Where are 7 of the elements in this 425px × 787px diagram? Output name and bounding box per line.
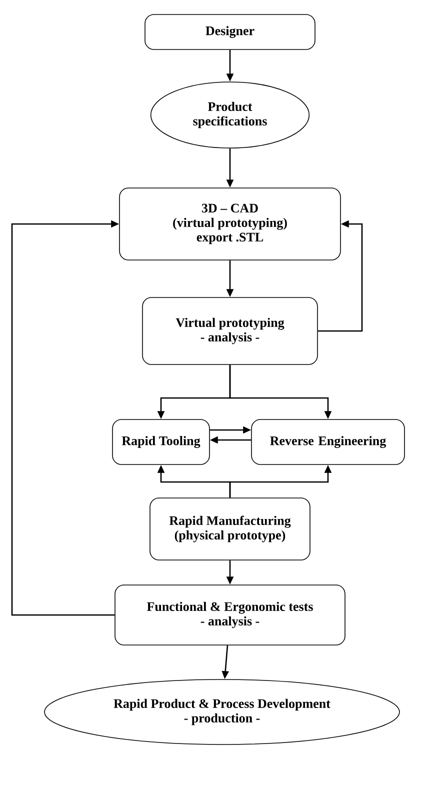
process-box: Rapid Tooling — [112, 419, 210, 465]
process-box: Virtual prototyping - analysis - — [142, 297, 318, 365]
process-box: Reverse Engineering — [251, 419, 405, 465]
process-box: Designer — [144, 14, 316, 50]
process-box: Rapid Manufacturing (physical prototype) — [150, 498, 310, 560]
process-box: 3D – CAD (virtual prototyping) export .STL — [119, 188, 341, 260]
process-box: Functional & Ergonomic tests - analysis - — [114, 584, 346, 646]
